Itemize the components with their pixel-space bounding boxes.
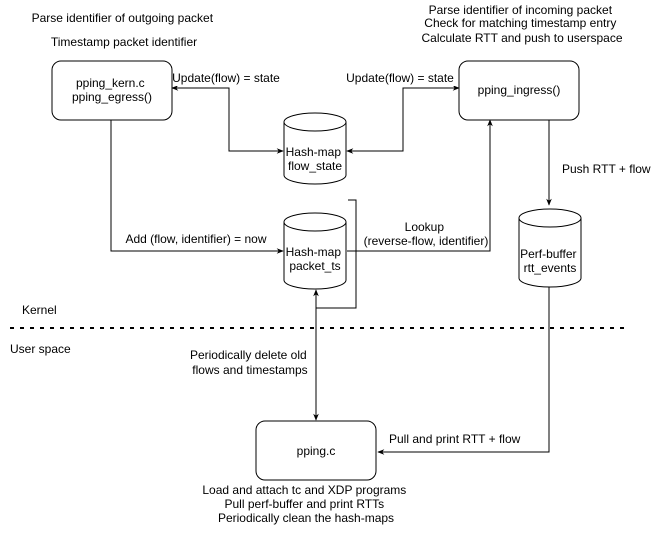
node-pping-c: pping.c (255, 420, 377, 481)
svg-text:Perf-buffer rtt_events: Perf-buffer rtt_events (520, 247, 580, 275)
cylinder-packet-ts: Hash-map packet_ts (283, 212, 347, 290)
label-update-right: Update(flow) = state (346, 71, 454, 85)
edge-add (110, 120, 284, 254)
egress-note: Parse identifier of outgoing packet Time… (32, 11, 217, 49)
label-lookup: Lookup (reverse-flow, identifier) (364, 220, 489, 248)
cylinder-perf-buffer: Perf-buffer rtt_events (518, 208, 582, 288)
region-user-space: User space (10, 342, 71, 356)
svg-text:pping_ingress(): pping_ingress() (478, 83, 561, 97)
edge-update-right (346, 85, 460, 154)
svg-text:Hash-map flow_state: Hash-map flow_state (286, 145, 345, 173)
edge-update-left (171, 85, 284, 154)
node-pping-kern: pping_kern.c pping_egress() (51, 60, 173, 121)
node-pping-ingress: pping_ingress() (458, 60, 580, 121)
label-delete: Periodically delete old flows and timest… (190, 348, 310, 377)
ingress-note: Parse identifier of incoming packet Chec… (421, 3, 622, 45)
region-kernel: Kernel (22, 303, 57, 317)
svg-text:pping.c: pping.c (297, 444, 336, 458)
cylinder-flow-state: Hash-map flow_state (283, 112, 347, 185)
edge-delete-loop (316, 199, 357, 309)
edge-lookup (347, 119, 493, 252)
pping-note: Load and attach tc and XDP programs Pull… (202, 483, 409, 525)
label-pull: Pull and print RTT + flow (389, 432, 521, 446)
label-update-left: Update(flow) = state (172, 71, 280, 85)
label-add: Add (flow, identifier) = now (125, 232, 266, 246)
svg-text:Hash-map packet_ts: Hash-map packet_ts (286, 245, 345, 273)
edge-pull (377, 287, 550, 455)
svg-text:pping_kern.c pping_egres: pping_kern.c pping_egress() (72, 76, 152, 104)
label-push: Push RTT + flow (562, 162, 651, 176)
